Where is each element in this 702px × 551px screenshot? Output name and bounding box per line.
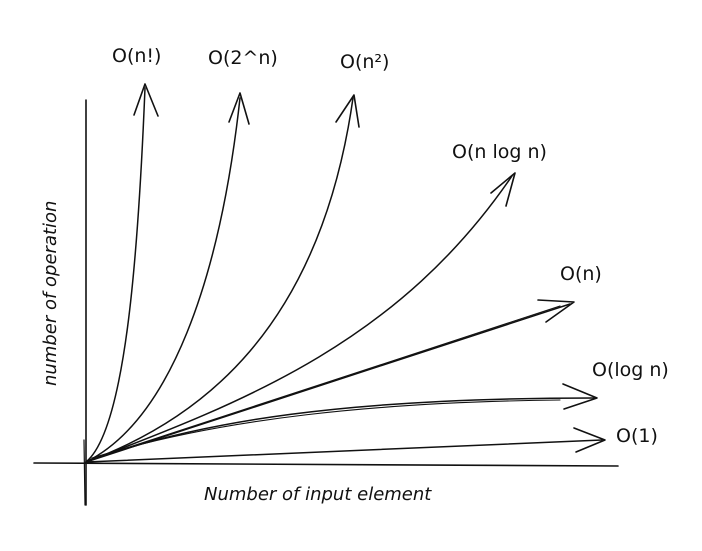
label-exponential: O(2^n): [208, 47, 278, 69]
curve-linearithmic: [85, 175, 513, 463]
curve-factorial: [85, 87, 146, 463]
curve-linear: [85, 303, 571, 463]
y-axis-line-sketch: [83, 439, 86, 506]
axes: [33, 99, 619, 506]
y-axis-title: number of operation: [40, 201, 61, 386]
arrowhead-factorial: [133, 83, 159, 117]
label-linearithmic: O(n log n): [452, 141, 547, 163]
arrowhead-linear: [537, 299, 575, 323]
label-linear: O(n): [560, 263, 602, 285]
arrowhead-linearithmic: [490, 172, 516, 207]
arrowhead-quadratic: [335, 94, 360, 128]
x-axis-title: Number of input element: [204, 484, 432, 505]
arrowhead-exponential: [228, 92, 250, 125]
curve-constant: [85, 439, 603, 463]
curve-quadratic: [85, 97, 354, 463]
curve-logarithmic: [85, 397, 595, 463]
arrowheads: [133, 83, 606, 453]
curve-linear-sketch: [89, 305, 561, 461]
label-factorial: O(n!): [112, 45, 161, 67]
curves: [85, 87, 603, 463]
curve-exponential: [85, 97, 241, 463]
arrowhead-logarithmic: [562, 383, 598, 410]
curve-labels: O(n!) O(2^n) O(n²) O(n log n) O(n) O(log…: [112, 45, 669, 447]
label-constant: O(1): [616, 425, 658, 447]
label-logarithmic: O(log n): [592, 359, 669, 381]
x-axis-line: [33, 462, 619, 467]
curve-logarithmic-sketch: [91, 399, 561, 459]
arrowhead-constant: [573, 427, 606, 453]
label-quadratic: O(n²): [340, 51, 389, 73]
